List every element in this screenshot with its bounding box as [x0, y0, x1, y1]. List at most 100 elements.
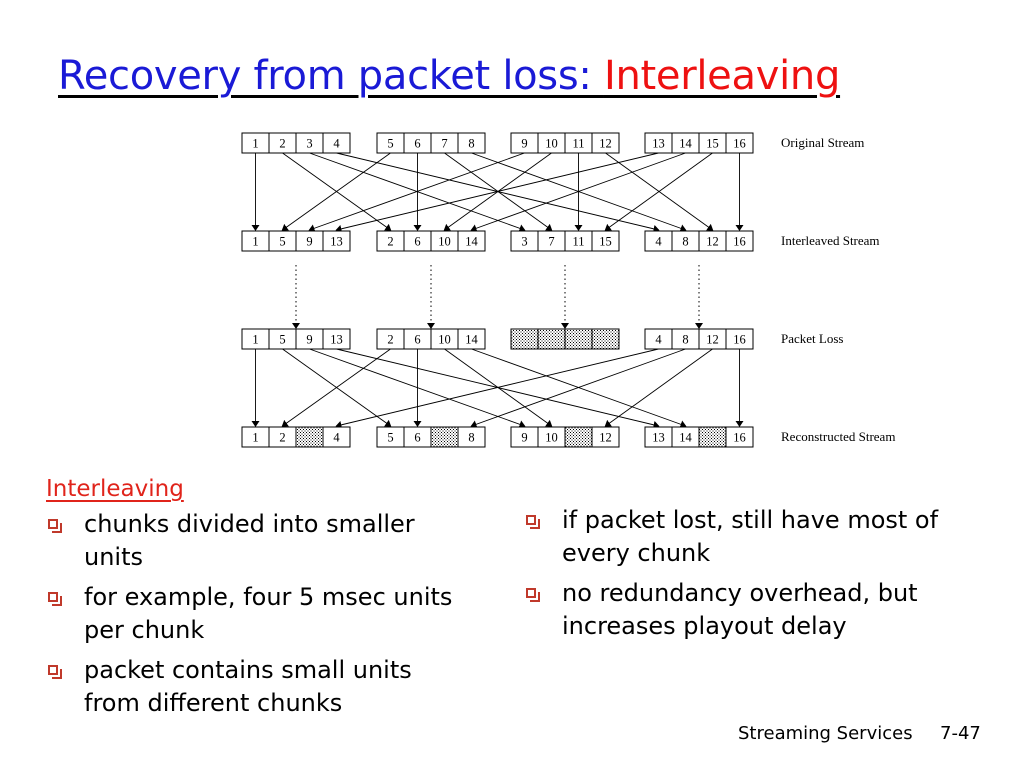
square-bullet-icon — [48, 592, 62, 606]
mapping-arrow — [309, 348, 526, 429]
unit-cell — [457, 328, 486, 350]
unit-number: 13 — [330, 333, 343, 347]
unit-number: 9 — [306, 333, 312, 347]
unit-cell — [591, 230, 620, 252]
title-accent: Interleaving — [603, 53, 841, 99]
unit-number: 8 — [682, 333, 688, 347]
lost-unit-cell — [510, 328, 539, 350]
lost-unit-cell — [430, 426, 459, 448]
unit-number: 16 — [733, 137, 746, 151]
unit-number: 1 — [252, 431, 258, 445]
unit-number: 3 — [306, 137, 312, 151]
left-notes: Interleaving chunks divided into smaller… — [46, 474, 466, 727]
unit-number: 4 — [655, 235, 662, 249]
unit-number: 15 — [706, 137, 719, 151]
unit-number: 14 — [465, 235, 478, 249]
unit-number: 12 — [706, 235, 719, 249]
lost-unit-cell — [564, 426, 593, 448]
row-label: Packet Loss — [781, 331, 843, 346]
square-bullet-icon — [526, 588, 540, 602]
title-main: Recovery from packet loss: — [58, 53, 604, 99]
mapping-arrow — [470, 348, 686, 429]
unit-number: 11 — [572, 235, 584, 249]
square-bullet-icon — [526, 515, 540, 529]
footer-section-title: Streaming Services — [738, 723, 913, 744]
unit-number: 8 — [682, 235, 688, 249]
unit-number: 13 — [652, 431, 665, 445]
list-item: if packet lost, still have most of every… — [524, 504, 994, 570]
unit-number: 15 — [599, 235, 612, 249]
unit-number: 14 — [465, 333, 478, 347]
unit-number: 5 — [387, 137, 393, 151]
lost-unit-cell — [564, 328, 593, 350]
unit-number: 14 — [679, 137, 692, 151]
unit-number: 8 — [468, 431, 474, 445]
unit-number: 7 — [441, 137, 447, 151]
mapping-arrow — [308, 152, 525, 233]
unit-number: 1 — [252, 235, 258, 249]
unit-cell — [725, 132, 754, 154]
unit-number: 16 — [733, 333, 746, 347]
unit-cell — [457, 132, 486, 154]
unit-number: 5 — [387, 431, 393, 445]
unit-number: 10 — [438, 333, 451, 347]
unit-cell — [457, 230, 486, 252]
list-item: chunks divided into smaller units — [46, 508, 466, 574]
mapping-arrow — [281, 152, 391, 231]
mapping-arrow — [335, 152, 659, 233]
bullet-text: chunks divided into smaller units — [84, 510, 415, 571]
unit-cell — [725, 426, 754, 448]
row-label: Reconstructed Stream — [781, 429, 895, 444]
unit-cell — [591, 132, 620, 154]
unit-cell — [591, 426, 620, 448]
bullet-text: no redundancy overhead, but increases pl… — [562, 579, 918, 640]
unit-number: 12 — [599, 137, 612, 151]
unit-number: 13 — [652, 137, 665, 151]
lost-unit-cell — [591, 328, 620, 350]
unit-number: 10 — [545, 137, 558, 151]
unit-number: 2 — [279, 431, 285, 445]
bullet-text: for example, four 5 msec units per chunk — [84, 583, 453, 644]
right-notes: if packet lost, still have most of every… — [524, 504, 994, 650]
bullet-text: if packet lost, still have most of every… — [562, 506, 939, 567]
unit-cell — [725, 328, 754, 350]
unit-number: 2 — [387, 235, 393, 249]
unit-number: 1 — [252, 137, 258, 151]
list-item: for example, four 5 msec units per chunk — [46, 581, 466, 647]
row-label: Interleaved Stream — [781, 233, 880, 248]
unit-number: 12 — [706, 333, 719, 347]
slide-title: Recovery from packet loss: Interleaving — [58, 50, 840, 102]
unit-number: 1 — [252, 333, 258, 347]
unit-number: 7 — [548, 235, 554, 249]
mapping-arrow — [281, 348, 391, 427]
row-label: Original Stream — [781, 135, 864, 150]
unit-number: 8 — [468, 137, 474, 151]
mapping-arrow — [604, 348, 713, 427]
unit-cell — [322, 426, 351, 448]
unit-cell — [457, 426, 486, 448]
unit-number: 10 — [438, 235, 451, 249]
unit-number: 6 — [414, 137, 420, 151]
mapping-arrow — [604, 152, 713, 231]
unit-number: 13 — [330, 235, 343, 249]
unit-number: 9 — [521, 431, 527, 445]
unit-number: 3 — [521, 235, 527, 249]
lost-unit-cell — [698, 426, 727, 448]
unit-number: 16 — [733, 235, 746, 249]
unit-number: 14 — [679, 431, 692, 445]
unit-number: 6 — [414, 431, 420, 445]
footer-page-number: 7-47 — [940, 723, 981, 744]
unit-cell — [725, 230, 754, 252]
unit-number: 12 — [599, 431, 612, 445]
bullet-text: packet contains small units from differe… — [84, 656, 412, 717]
square-bullet-icon — [48, 665, 62, 679]
unit-cell — [322, 132, 351, 154]
unit-cell — [322, 328, 351, 350]
unit-number: 11 — [572, 137, 584, 151]
unit-number: 2 — [279, 137, 285, 151]
mapping-arrow — [470, 152, 686, 233]
unit-number: 10 — [545, 431, 558, 445]
list-item: no redundancy overhead, but increases pl… — [524, 577, 994, 643]
unit-number: 6 — [414, 235, 420, 249]
